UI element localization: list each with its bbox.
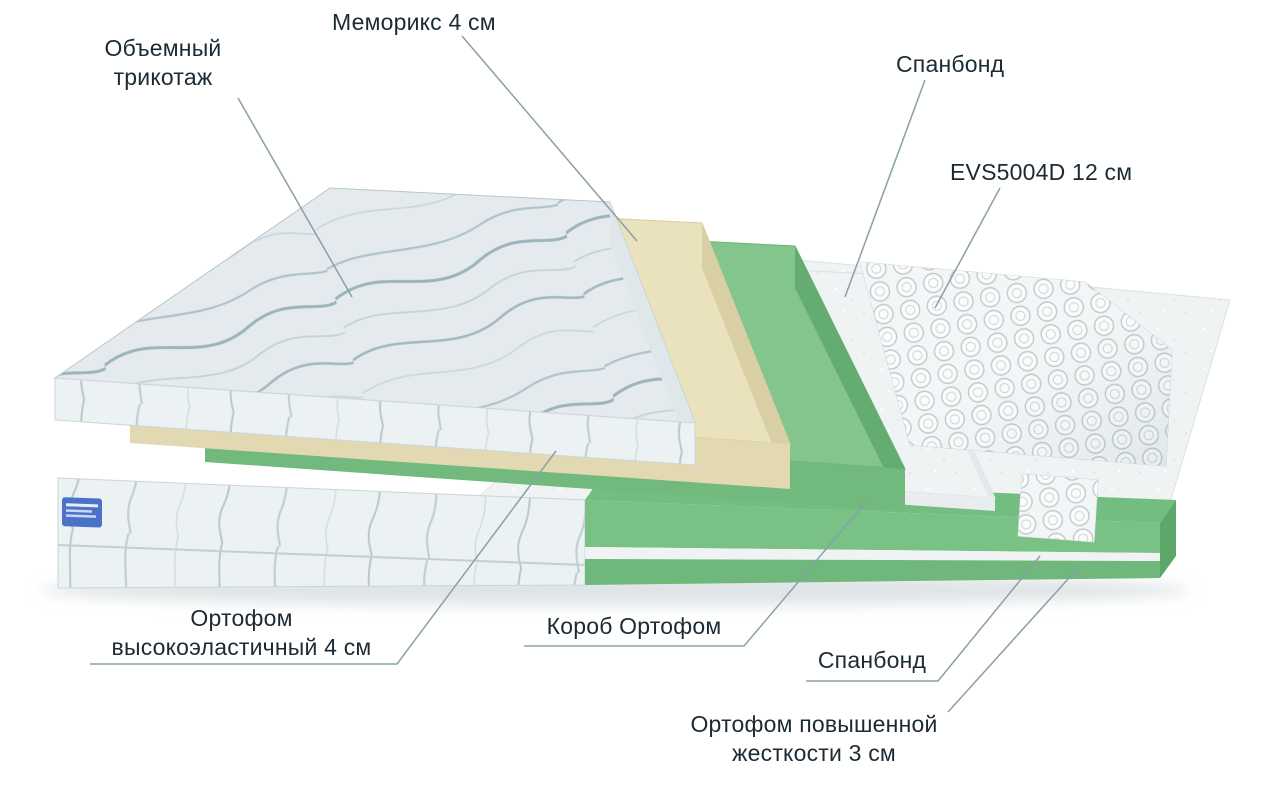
label-evs: EVS5004D 12 см	[950, 159, 1133, 185]
label-spunbond-top: Спанбонд	[896, 51, 1005, 77]
base-front-green-top-band	[585, 500, 1160, 553]
base-front-spunbond-band	[585, 547, 1160, 561]
leader-box-orthofoam	[524, 501, 867, 647]
brand-tag-icon	[62, 497, 102, 528]
leader-spunbond-top	[844, 79, 926, 298]
leader-memorix	[461, 35, 638, 242]
base-seam-line	[57, 544, 586, 566]
layer-cover-knit	[53, 187, 696, 466]
leader-spunbond-bottom	[806, 555, 1041, 682]
label-memorix: Меморикс 4 см	[332, 9, 496, 35]
label-spunbond-bottom: Спанбонд	[817, 647, 927, 673]
label-orthofoam-rigid: Ортофом повышенной жесткости 3 см	[690, 711, 938, 766]
springs-small-block	[1017, 473, 1099, 543]
base-right-end	[1160, 500, 1176, 578]
leader-orthofoam-elastic	[90, 450, 557, 665]
base-front-green-bottom-band	[585, 559, 1160, 585]
leader-orthofoam-rigid	[947, 567, 1079, 713]
leader-evs	[934, 187, 1001, 309]
label-volume-knit: Объемный трикотаж	[104, 35, 222, 90]
label-orthofoam-elastic: Ортофом высокоэластичный 4 см	[111, 605, 372, 660]
layer-springs	[859, 261, 1173, 543]
label-box-orthofoam: Короб Ортофом	[546, 613, 722, 639]
leader-volume-knit	[237, 97, 353, 298]
leader-lines	[90, 35, 1079, 713]
